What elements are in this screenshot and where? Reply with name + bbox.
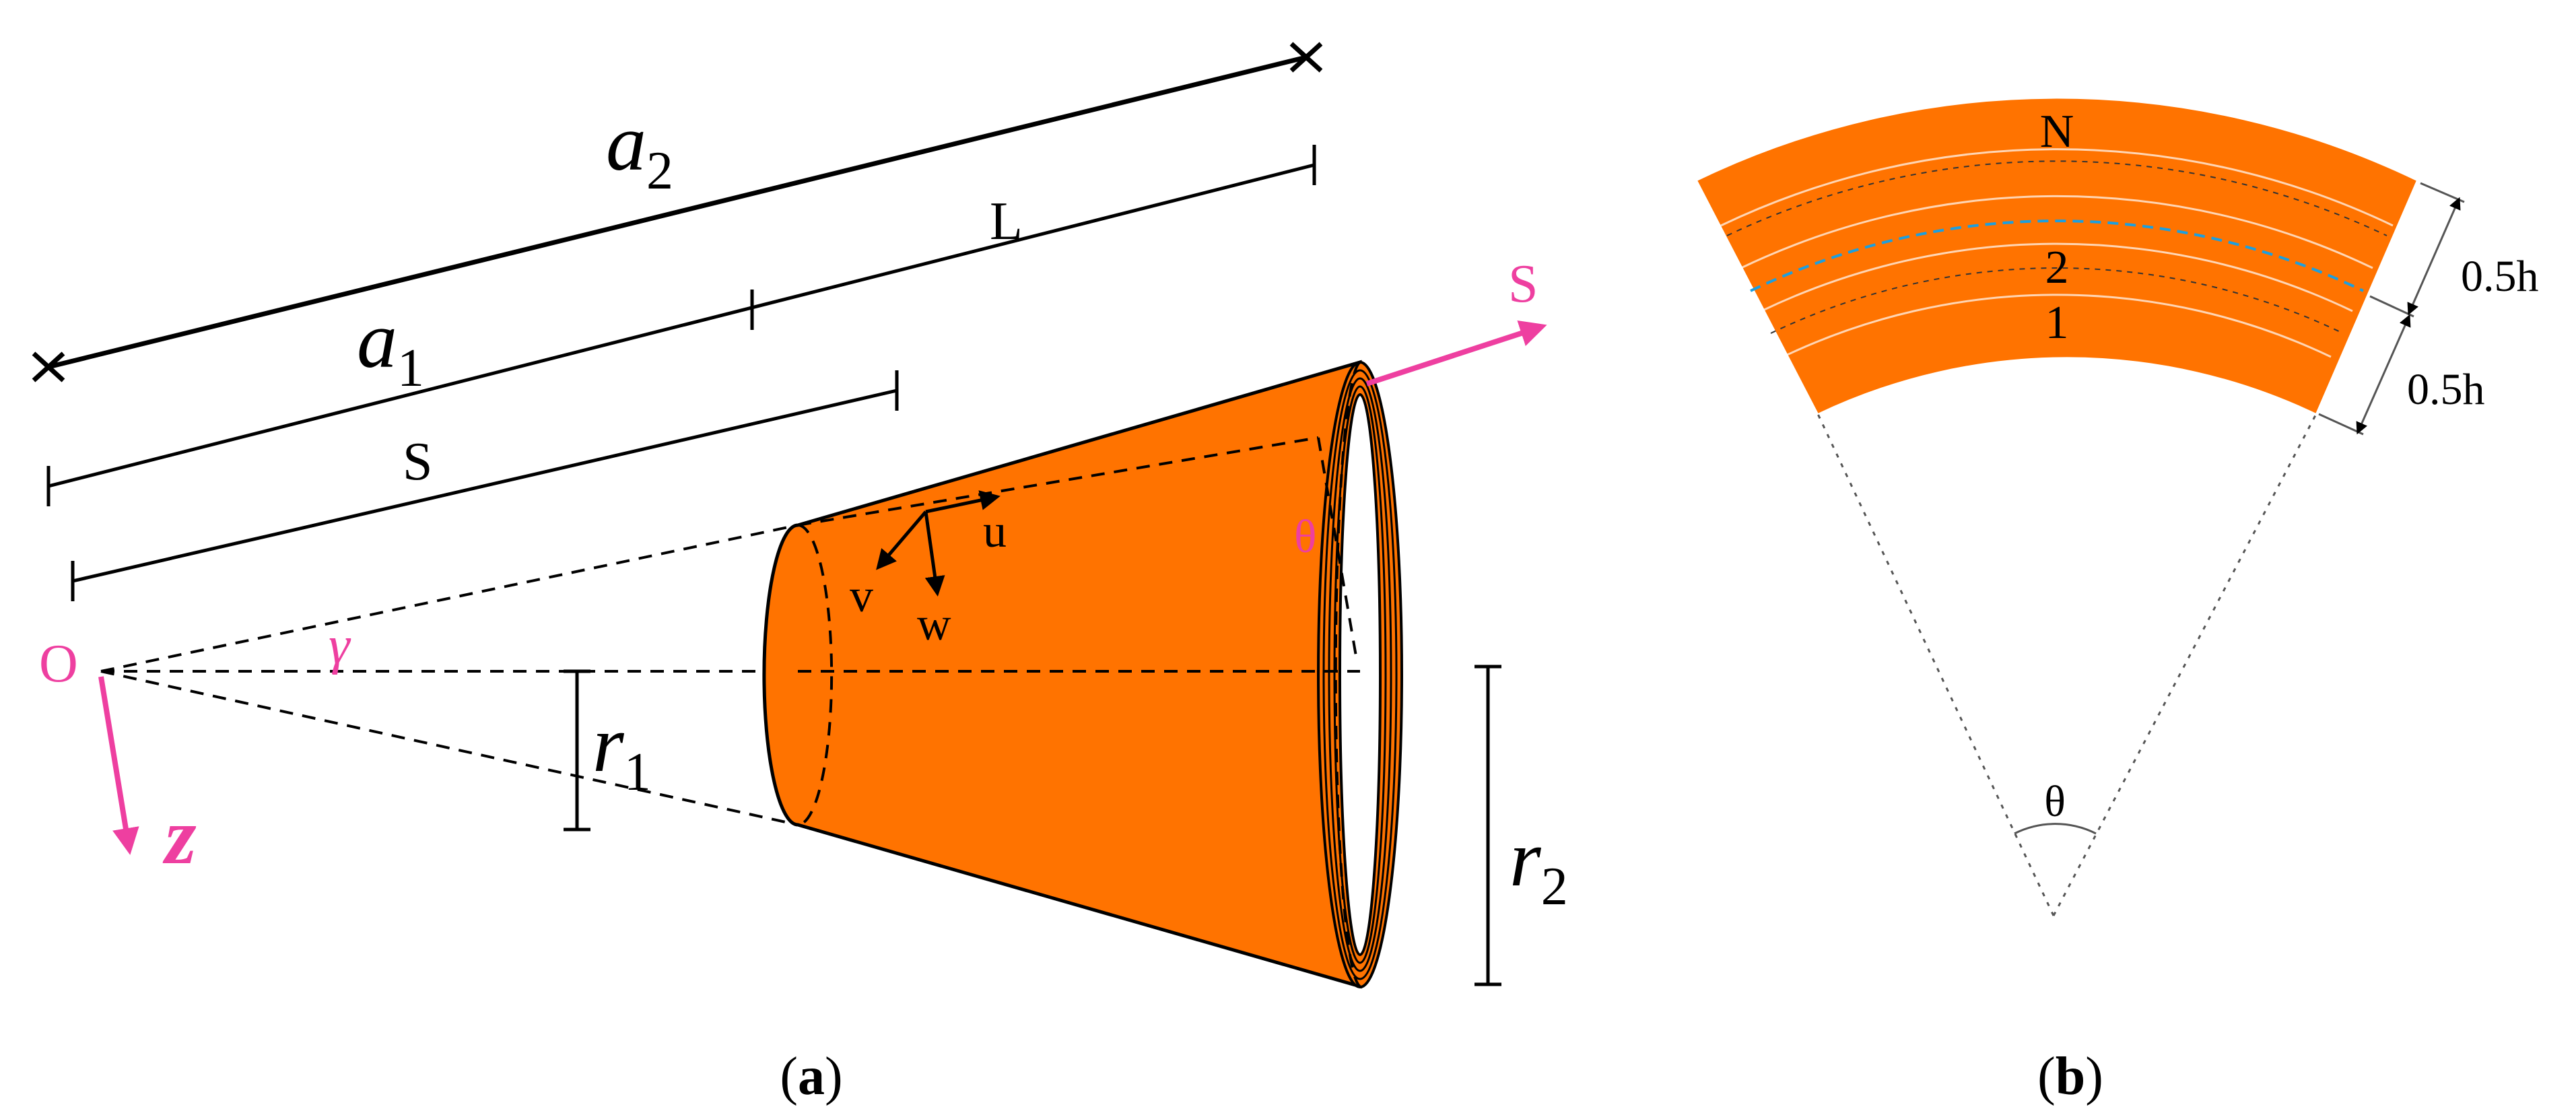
caption-b: (b) (2037, 1047, 2103, 1106)
thickness-dimension (2318, 182, 2465, 436)
label-S-axis: S (1508, 255, 1538, 314)
cone-generator-lines (100, 524, 1360, 826)
dimension-r2 (1475, 665, 1501, 986)
label-sector-theta: θ (2044, 777, 2066, 826)
label-layer-1: 1 (2045, 297, 2069, 349)
dimension-S (71, 370, 899, 601)
label-v: v (850, 570, 873, 622)
dimension-a2 (32, 42, 1323, 382)
label-z: z (162, 791, 197, 881)
sector-angle-arc (2014, 823, 2097, 835)
label-gamma: γ (329, 616, 351, 675)
label-half-thickness-top: 0.5h (2461, 252, 2539, 301)
z-axis-arrow (98, 676, 139, 855)
caption-a: (a) (780, 1047, 842, 1106)
label-u: u (983, 506, 1007, 557)
lower-layer-dotted (1770, 267, 2344, 334)
label-r1: r1 (592, 699, 651, 802)
label-theta-cone: θ (1294, 511, 1317, 563)
panel-b: N 2 1 0.5h 0.5h θ (b) (1695, 97, 2539, 1106)
top-layer-dotted (1726, 160, 2387, 236)
layer-lines (1720, 148, 2394, 358)
dimension-r1 (564, 669, 590, 832)
label-S-dimension: S (403, 432, 433, 492)
mid-surface-line (1750, 219, 2364, 292)
s-axis-arrow (1365, 320, 1547, 386)
label-L: L (990, 192, 1023, 251)
cone-body (762, 360, 1362, 989)
truncated-cone-shell (762, 360, 1403, 989)
label-half-thickness-bottom: 0.5h (2407, 365, 2485, 414)
label-layer-2: 2 (2045, 242, 2069, 294)
laminated-shell-section (1695, 97, 2418, 415)
label-origin: O (39, 634, 78, 693)
label-a2: a2 (606, 98, 673, 201)
label-w: w (917, 599, 951, 650)
displacement-triad (876, 490, 1001, 597)
panel-a: a2 a1 L S (32, 42, 1568, 1106)
label-r2: r2 (1510, 813, 1568, 916)
label-a1: a1 (357, 295, 424, 398)
dimension-a1-L (46, 145, 1316, 506)
label-layer-N: N (2040, 106, 2074, 158)
sector-radius-lines (1817, 413, 2317, 916)
